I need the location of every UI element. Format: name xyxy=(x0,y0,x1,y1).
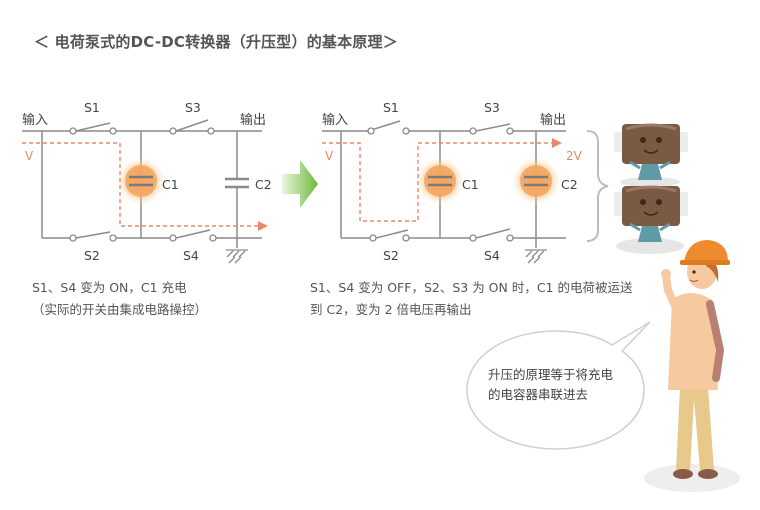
speech-line2: 的电容器串联进去 xyxy=(488,387,589,402)
left-circuit: 输入 输出 V S1 S3 S2 S4 C1 C2 xyxy=(22,100,272,264)
speech-bubble xyxy=(466,321,651,450)
left-desc-line2: （实际的开关由集成电路操控） xyxy=(32,302,208,317)
left-desc-line1: S1、S4 变为 ON，C1 充电 xyxy=(32,280,187,295)
speech-line1: 升压的原理等于将充电 xyxy=(488,367,614,382)
right-desc-line1: S1、S4 变为 OFF，S2、S3 为 ON 时，C1 的电荷被运送 xyxy=(310,280,633,295)
left-c1-label: C1 xyxy=(162,177,179,192)
right-s3-label: S3 xyxy=(484,100,500,115)
right-circuit: 输入 输出 V 2V S1 S3 S2 S4 C1 C2 xyxy=(322,100,583,264)
bracket xyxy=(586,130,609,242)
right-2v-label: 2V xyxy=(566,149,583,163)
left-s1-label: S1 xyxy=(84,100,100,115)
left-s4-label: S4 xyxy=(183,248,199,263)
page-title: ＜ 电荷泵式的DC-DC转换器（升压型）的基本原理＞ xyxy=(34,33,398,51)
right-s4-label: S4 xyxy=(484,248,500,263)
capacitor-character-bottom xyxy=(614,185,688,254)
right-output-label: 输出 xyxy=(540,112,566,128)
left-s2-label: S2 xyxy=(84,248,100,263)
right-c1-label: C1 xyxy=(462,177,479,192)
transition-arrow xyxy=(282,160,318,208)
right-input-label: 输入 xyxy=(322,112,348,128)
worker-character xyxy=(644,240,740,492)
left-v-label: V xyxy=(25,149,34,163)
capacitor-character-top xyxy=(614,123,688,187)
right-c2-label: C2 xyxy=(561,177,578,192)
right-desc-line2: 到 C2，变为 2 倍电压再输出 xyxy=(310,302,472,317)
left-c2-label: C2 xyxy=(255,177,272,192)
left-s3-label: S3 xyxy=(185,100,201,115)
right-v-label: V xyxy=(325,149,334,163)
left-description: S1、S4 变为 ON，C1 充电 （实际的开关由集成电路操控） xyxy=(32,277,207,321)
right-s2-label: S2 xyxy=(383,248,399,263)
right-s1-label: S1 xyxy=(383,100,399,115)
right-description: S1、S4 变为 OFF，S2、S3 为 ON 时，C1 的电荷被运送 到 C2… xyxy=(310,277,632,321)
left-input-label: 输入 xyxy=(22,112,48,128)
speech-text: 升压的原理等于将充电 的电容器串联进去 xyxy=(488,365,638,405)
left-output-label: 输出 xyxy=(240,112,266,128)
